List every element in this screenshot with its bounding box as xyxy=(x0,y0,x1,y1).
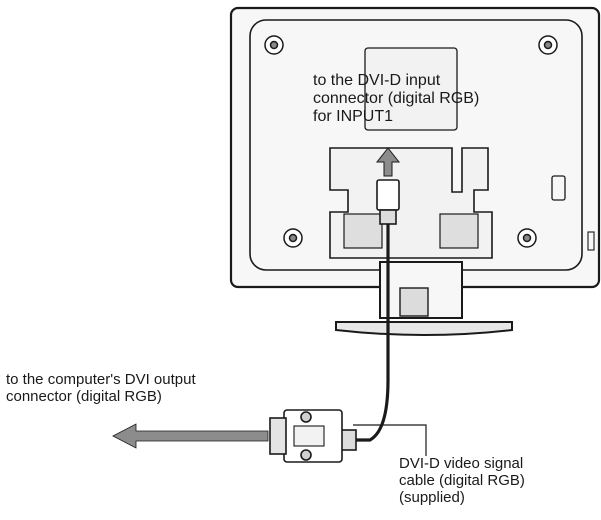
plug-face xyxy=(269,417,287,455)
cable-label-line-1: DVI-D video signal xyxy=(399,455,524,472)
screw-hole-top-left xyxy=(264,35,284,55)
plug-thumbscrew-top xyxy=(300,411,312,423)
top-recess xyxy=(364,47,458,131)
screw-hole-bottom-left xyxy=(283,228,303,248)
cable-holder xyxy=(399,287,429,317)
plug-label-area xyxy=(293,425,325,447)
plug-thumbscrew-bottom xyxy=(300,449,312,461)
monitor-side-plug xyxy=(376,179,400,225)
stand-base xyxy=(335,321,513,336)
computer-output-label-line-1: to the computer's DVI output xyxy=(6,371,196,388)
monitor-stand xyxy=(335,261,513,336)
cable-label-line-3: (supplied) xyxy=(399,489,465,506)
plate-slot-right xyxy=(439,213,479,249)
monitor-plug-boot xyxy=(379,209,397,225)
plate-slot-left xyxy=(343,213,383,249)
input-arrow xyxy=(375,147,401,177)
dvi-input-label-line-1: to the DVI-D input xyxy=(313,72,441,89)
side-port xyxy=(551,175,566,201)
screw-hole-top-right xyxy=(538,35,558,55)
dvi-input-label-line-2: connector (digital RGB) xyxy=(313,90,480,107)
input-arrow-shape xyxy=(375,147,401,177)
cable-label: DVI-D video signal cable (digital RGB) (… xyxy=(399,455,525,506)
computer-output-label-line-2: connector (digital RGB) xyxy=(6,388,162,405)
monitor-back xyxy=(229,6,601,289)
dvi-input-label-line-3: for INPUT1 xyxy=(313,108,394,125)
screw-hole-bottom-right xyxy=(517,228,537,248)
screw-holes xyxy=(264,35,558,248)
cable-callout-line xyxy=(353,424,427,456)
computer-side-plug xyxy=(269,409,357,463)
corner-port xyxy=(587,231,595,251)
cable-label-line-2: cable (digital RGB) xyxy=(399,472,525,489)
computer-output-label: to the computer's DVI output connector (… xyxy=(6,371,196,405)
monitor-plug-body xyxy=(376,179,400,211)
computer-arrow xyxy=(112,423,269,449)
dvi-cable xyxy=(354,224,390,442)
dvi-input-label: to the DVI-D input connector (digital RG… xyxy=(313,72,479,126)
